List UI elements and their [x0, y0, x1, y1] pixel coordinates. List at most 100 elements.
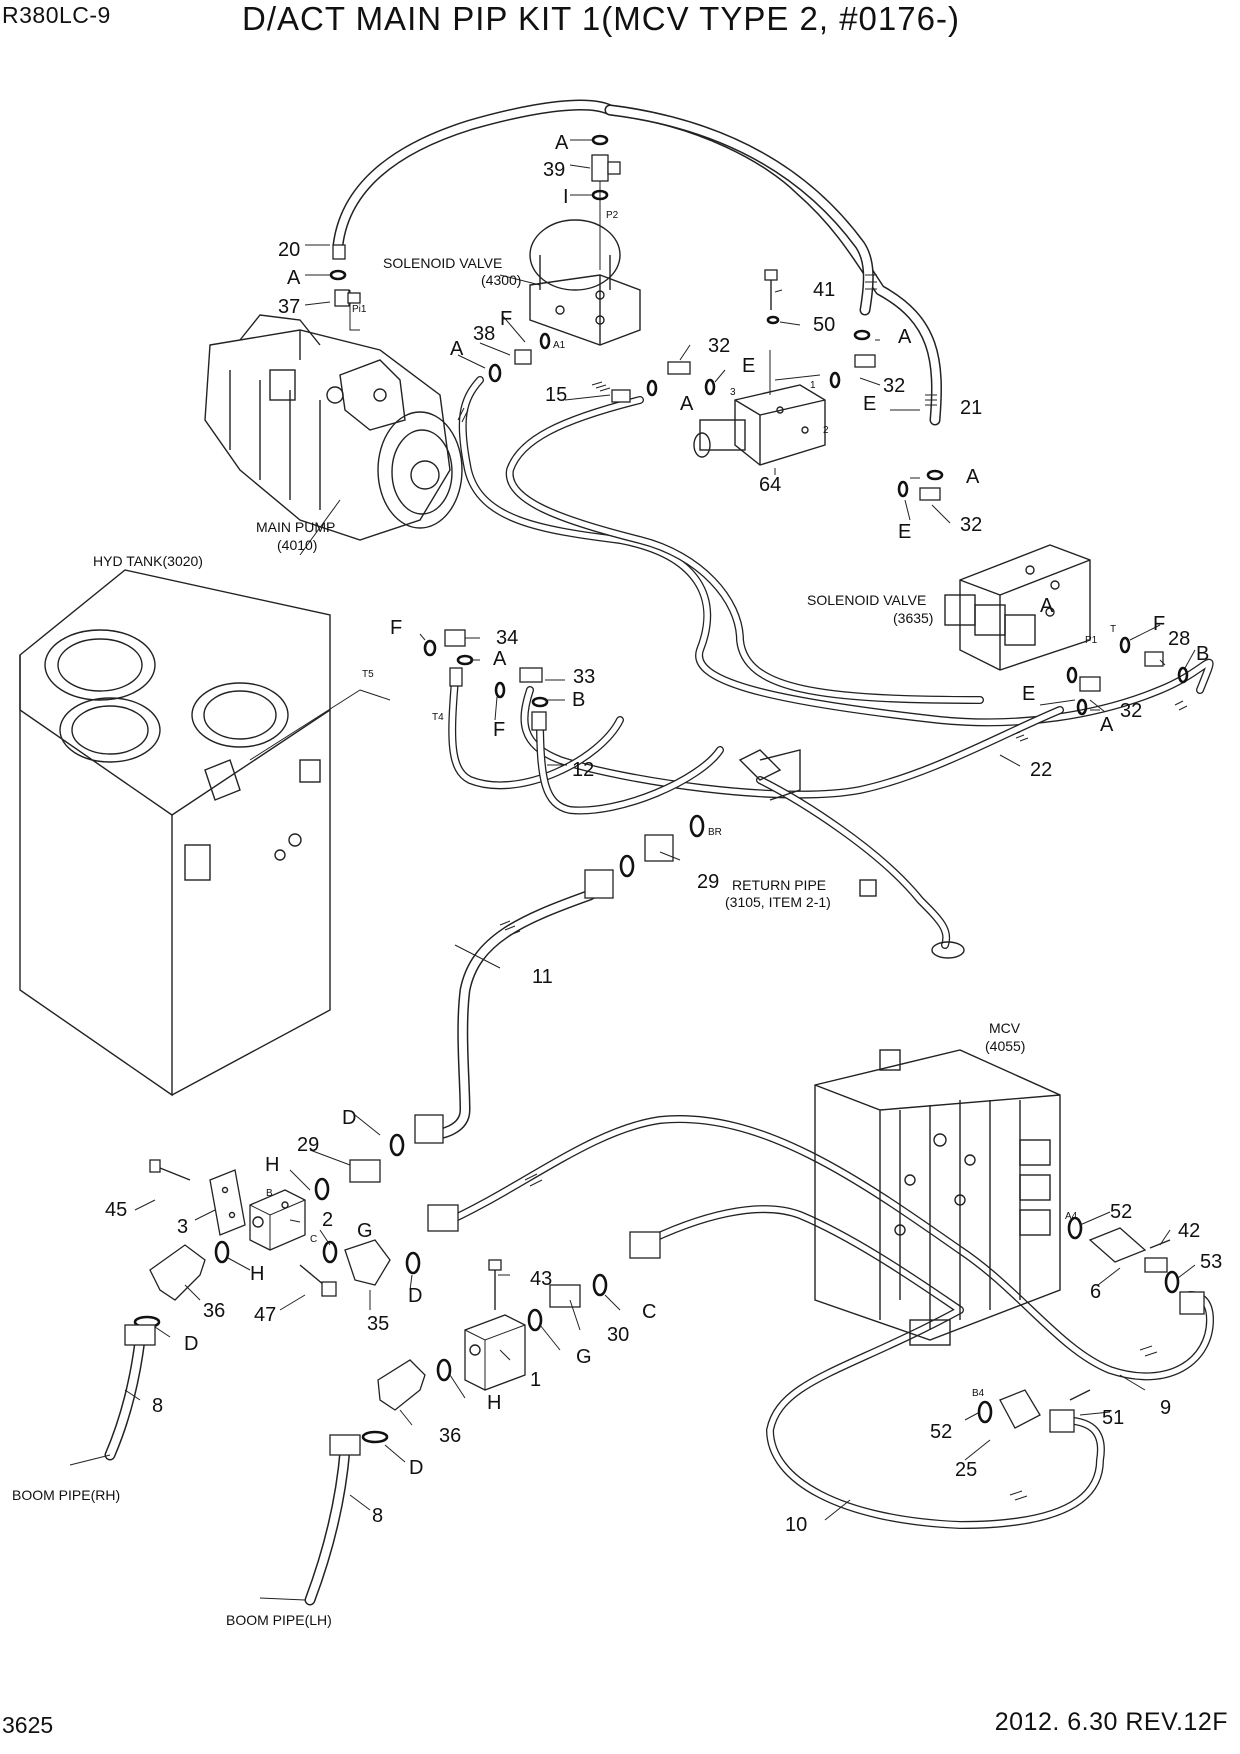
callout-c36b: 36	[439, 1425, 461, 1447]
fittings	[124, 134, 1205, 1456]
callout-c12: 12	[572, 759, 594, 781]
label-solenoid-valve-4300-ref: (4300)	[481, 272, 521, 288]
callout-a4: A	[680, 393, 694, 415]
callout-c52a: 52	[1110, 1201, 1132, 1223]
callout-t5: T5	[362, 669, 374, 680]
label-solenoid-valve-3635: SOLENOID VALVE	[807, 592, 926, 608]
callout-e4: E	[1022, 683, 1035, 705]
blocks	[209, 1169, 526, 1391]
label-boom-pipe-rh: BOOM PIPE(RH)	[12, 1487, 120, 1503]
callout-c34: 34	[496, 627, 518, 649]
hose-braid-marks	[457, 274, 1188, 1501]
callout-c39: 39	[543, 159, 565, 181]
part-callouts: 20 37 39 38 15 32 32 32 32 41 50 21 64 3…	[105, 159, 1222, 1536]
return-pipe-flange	[738, 749, 965, 959]
callout-v1: 1	[810, 380, 816, 391]
callout-c2: 2	[322, 1209, 333, 1231]
callout-c47: 47	[254, 1304, 276, 1326]
callout-g2: G	[576, 1346, 592, 1368]
label-solenoid-valve-3635-ref: (3635)	[893, 610, 933, 626]
callout-br: BR	[708, 827, 722, 838]
callout-c45: 45	[105, 1199, 127, 1221]
page-title: D/ACT MAIN PIP KIT 1(MCV TYPE 2, #0176-)	[242, 0, 960, 37]
callout-d4: D	[409, 1457, 423, 1479]
callout-c15: 15	[545, 384, 567, 406]
callout-h2: H	[250, 1263, 264, 1285]
label-return-pipe-ref: (3105, ITEM 2-1)	[725, 894, 831, 910]
label-mcv-ref: (4055)	[985, 1038, 1025, 1054]
callout-a1: A1	[553, 340, 566, 351]
callout-c29a: 29	[697, 871, 719, 893]
callout-b2: B	[1196, 643, 1209, 665]
callout-b1: B	[572, 689, 585, 711]
hoses	[104, 99, 1214, 1606]
callout-c3: 3	[177, 1216, 188, 1238]
callout-c52b: 52	[930, 1421, 952, 1443]
callout-c43: 43	[530, 1268, 552, 1290]
label-boom-pipe-lh: BOOM PIPE(LH)	[226, 1612, 332, 1628]
callout-c8b: 8	[372, 1505, 383, 1527]
revision-date: 2012. 6.30 REV.12F	[994, 1708, 1228, 1736]
callout-c9: 9	[1160, 1397, 1171, 1419]
block-2	[249, 1189, 306, 1251]
callout-c1: 1	[530, 1369, 541, 1391]
callout-c50: 50	[813, 314, 835, 336]
callout-c36a: 36	[203, 1300, 225, 1322]
callout-e1: E	[742, 355, 755, 377]
callout-h1: H	[265, 1154, 279, 1176]
seal-letters: A I A A F A E E A A E F A F B F B E A D …	[184, 132, 1209, 1479]
callout-c11: 11	[532, 966, 553, 988]
callout-c42: 42	[1178, 1220, 1200, 1242]
callout-c64: 64	[759, 474, 781, 496]
callout-c32c: 32	[960, 514, 982, 536]
callout-f2: F	[390, 617, 402, 639]
main-pump	[204, 290, 463, 541]
return-pipe	[756, 776, 951, 949]
hydraulic-tank	[19, 569, 391, 1097]
callout-f4: F	[1153, 613, 1165, 635]
model-number: R380LC-9	[2, 2, 111, 28]
callout-c21: 21	[960, 397, 982, 419]
callout-a4: A4	[1065, 1211, 1078, 1222]
callout-t4: T4	[432, 712, 444, 723]
callout-c53: 53	[1200, 1251, 1222, 1273]
page-number: 3625	[2, 1712, 54, 1738]
leader-lines	[69, 139, 1196, 1601]
callout-c32b: 32	[883, 375, 905, 397]
callout-f3: F	[493, 719, 505, 741]
callout-e2: E	[863, 393, 876, 415]
callout-a9: A	[1040, 595, 1054, 617]
callout-c33: 33	[573, 666, 595, 688]
callout-c32d: 32	[1120, 700, 1142, 722]
callout-a6: A	[966, 466, 980, 488]
callout-a7: A	[493, 648, 507, 670]
callout-c20: 20	[278, 239, 300, 261]
callout-g1: G	[357, 1220, 373, 1242]
callout-p1: P1	[1085, 635, 1098, 646]
callout-a8: A	[1100, 714, 1114, 736]
callout-a3: A	[450, 338, 464, 360]
valve-block-64	[693, 350, 826, 466]
callout-p2: P2	[606, 210, 619, 221]
label-main-pump-ref: (4010)	[277, 537, 317, 553]
callout-e3: E	[898, 521, 911, 543]
callout-d2: D	[408, 1285, 422, 1307]
callout-c29b: 29	[297, 1134, 319, 1156]
label-return-pipe: RETURN PIPE	[732, 877, 826, 893]
flange-3	[209, 1169, 246, 1236]
label-mcv: MCV	[989, 1020, 1021, 1036]
callout-t: T	[1110, 624, 1116, 635]
callout-d1: D	[342, 1107, 356, 1129]
callout-c37: 37	[278, 296, 300, 318]
callout-c35: 35	[367, 1313, 389, 1335]
block-1	[464, 1314, 526, 1391]
callout-v2: 2	[823, 425, 829, 436]
callout-b: B	[266, 1188, 273, 1199]
label-solenoid-valve-4300: SOLENOID VALVE	[383, 255, 502, 271]
solenoid-valve-3635	[944, 544, 1091, 671]
callout-c51: 51	[1102, 1407, 1124, 1429]
pipe-9	[436, 1115, 1214, 1381]
callout-c30: 30	[607, 1324, 629, 1346]
